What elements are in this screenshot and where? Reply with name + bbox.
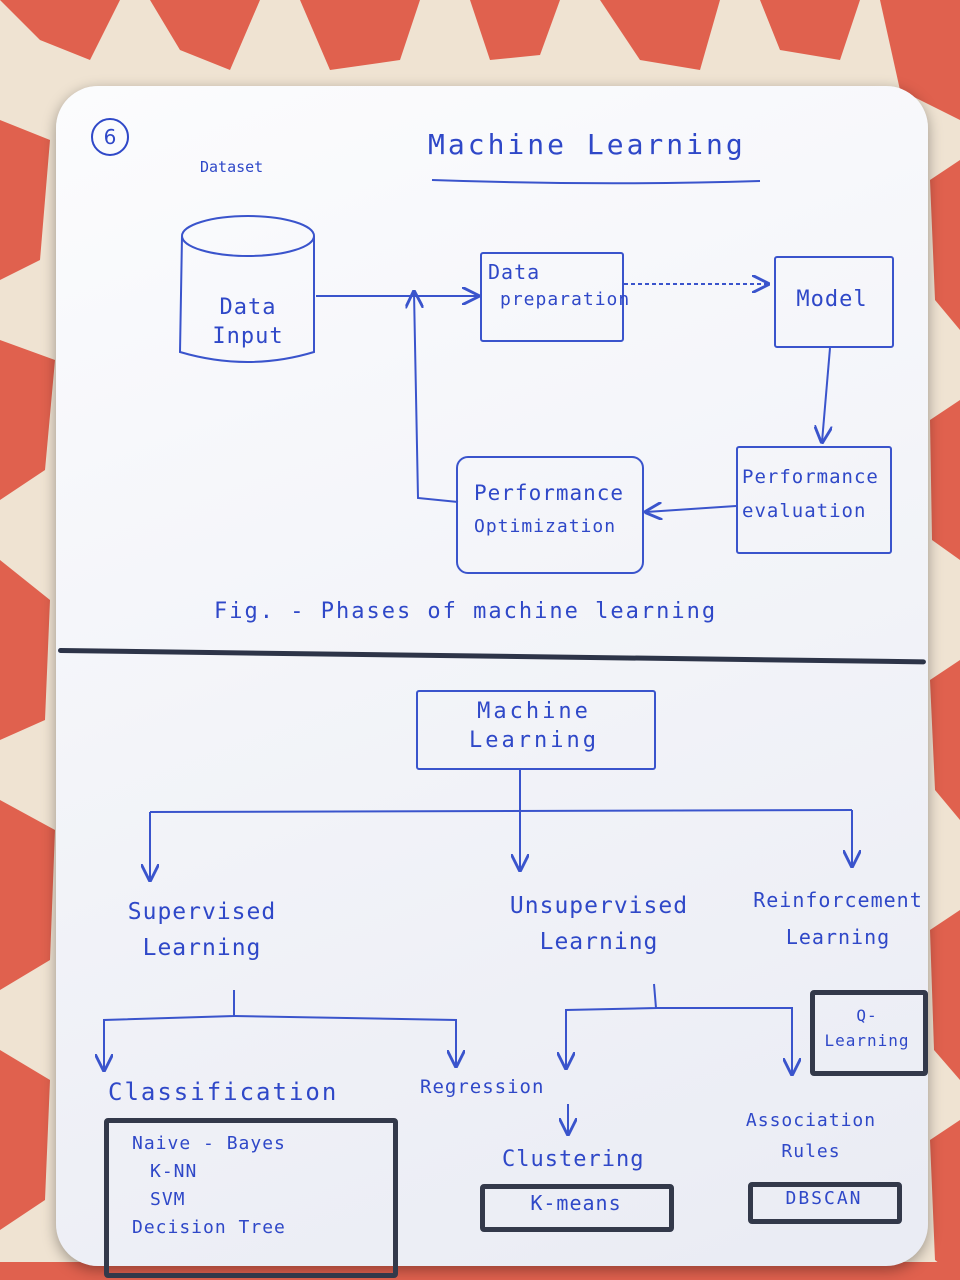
unsupervised-line-1: Unsupervised bbox=[509, 893, 689, 919]
q-learning-line-1: Q- bbox=[856, 1006, 878, 1025]
classification-label: Classification bbox=[108, 1078, 339, 1106]
association-line-1: Association bbox=[745, 1110, 877, 1131]
classification-algorithms-list: Naive - Bayes K-NN SVM Decision Tree bbox=[132, 1130, 286, 1242]
data-input-line-2: Input bbox=[212, 324, 284, 350]
performance-optimization-label: Performance Optimization bbox=[474, 482, 624, 537]
unsupervised-line-2: Learning bbox=[539, 929, 659, 956]
performance-evaluation-line-1: Performance bbox=[742, 466, 879, 488]
kmeans-label: K-means bbox=[530, 1191, 622, 1215]
algorithm-decision-tree: Decision Tree bbox=[132, 1216, 286, 1238]
performance-optimization-box bbox=[456, 456, 644, 574]
dbscan-box bbox=[748, 1182, 902, 1224]
data-preparation-label: Data preparation bbox=[488, 262, 630, 310]
unsupervised-label: Unsupervised Learning bbox=[472, 894, 726, 954]
performance-evaluation-line-2: evaluation bbox=[742, 499, 867, 522]
ml-root-label: Machine Learning bbox=[416, 700, 652, 752]
reinforcement-line-2: Learning bbox=[785, 925, 891, 949]
association-line-2: Rules bbox=[781, 1140, 841, 1162]
clustering-label: Clustering bbox=[502, 1147, 645, 1172]
reinforcement-line-1: Reinforcement bbox=[753, 888, 923, 912]
page-number: 6 bbox=[91, 118, 129, 156]
ml-root-box bbox=[416, 690, 656, 770]
dbscan-label: DBSCAN bbox=[785, 1188, 863, 1209]
performance-evaluation-label: Performance evaluation bbox=[742, 466, 879, 522]
data-preparation-line-2: preparation bbox=[500, 289, 631, 310]
data-input-line-1: Data bbox=[219, 295, 277, 320]
regression-label: Regression bbox=[420, 1076, 545, 1098]
reinforcement-label: Reinforcement Learning bbox=[748, 890, 928, 948]
q-learning-label: Q- Learning bbox=[812, 1006, 922, 1050]
data-preparation-line-1: Data bbox=[488, 260, 541, 284]
association-label: Association Rules bbox=[736, 1110, 886, 1162]
classification-algorithms-box bbox=[104, 1118, 398, 1278]
dataset-label: Dataset bbox=[200, 158, 264, 176]
data-preparation-box bbox=[480, 252, 624, 342]
data-input-label: Data Input bbox=[196, 296, 300, 348]
performance-evaluation-box bbox=[736, 446, 892, 554]
page-title: Machine Learning bbox=[428, 128, 746, 161]
kmeans-box bbox=[480, 1184, 674, 1232]
supervised-line-2: Learning bbox=[142, 935, 262, 962]
algorithm-knn: K-NN bbox=[150, 1160, 198, 1182]
figure-caption: Fig. - Phases of machine learning bbox=[214, 599, 718, 624]
ml-root-line-2: Learning bbox=[469, 728, 599, 754]
performance-optimization-line-1: Performance bbox=[474, 481, 625, 505]
algorithm-svm: SVM bbox=[150, 1188, 186, 1210]
model-label: Model bbox=[796, 287, 868, 312]
ml-root-line-1: Machine bbox=[477, 699, 591, 724]
q-learning-box bbox=[810, 990, 928, 1076]
q-learning-line-2: Learning bbox=[824, 1030, 910, 1050]
model-box bbox=[774, 256, 894, 348]
supervised-label: Supervised Learning bbox=[82, 900, 322, 960]
supervised-line-1: Supervised bbox=[127, 899, 277, 925]
algorithm-naive-bayes: Naive - Bayes bbox=[132, 1133, 286, 1154]
performance-optimization-line-2: Optimization bbox=[474, 516, 617, 538]
